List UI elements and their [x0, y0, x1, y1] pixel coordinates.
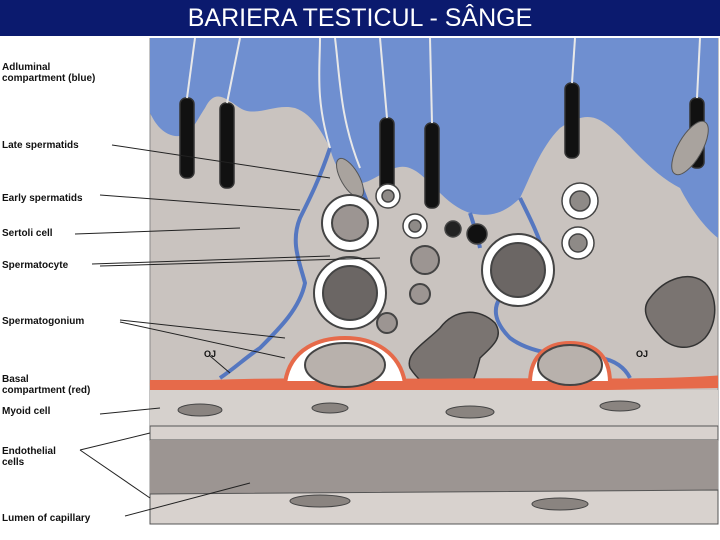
late-spermatid: [180, 98, 194, 178]
late-spermatid: [565, 83, 579, 158]
early-spermatid: [467, 224, 487, 244]
blood-testis-barrier-diagram: [0, 38, 720, 540]
label-late-spermatids: Late spermatids: [2, 140, 79, 151]
label-basal-line2: compartment (red): [2, 385, 90, 396]
late-spermatid: [425, 123, 439, 208]
capillary-wall-lower: [150, 490, 718, 524]
label-lumen-of-capillary: Lumen of capillary: [2, 513, 90, 524]
slide-title: BARIERA TESTICUL - SÂNGE: [0, 0, 720, 36]
label-oj-left: OJ: [204, 349, 216, 359]
label-oj-right: OJ: [636, 349, 648, 359]
label-spermatogonium: Spermatogonium: [2, 316, 84, 327]
spermatocyte-small: [411, 246, 439, 274]
spermatocyte-small: [377, 313, 397, 333]
late-spermatid: [220, 103, 234, 188]
early-spermatid: [445, 221, 461, 237]
spermatocyte-small: [410, 284, 430, 304]
label-myoid-cell: Myoid cell: [2, 406, 50, 417]
label-endothelial-line2: cells: [2, 457, 24, 468]
label-adluminal-line1: Adluminal: [2, 62, 50, 73]
capillary-lumen: [150, 440, 718, 494]
label-early-spermatids: Early spermatids: [2, 193, 83, 204]
label-sertoli-cell: Sertoli cell: [2, 228, 53, 239]
label-adluminal-line2: compartment (blue): [2, 73, 95, 84]
label-endothelial-line1: Endothelial: [2, 446, 56, 457]
label-spermatocyte: Spermatocyte: [2, 260, 68, 271]
endothelial-layer: [150, 426, 718, 440]
title-bar: BARIERA TESTICUL - SÂNGE: [0, 0, 720, 36]
label-basal-line1: Basal: [2, 374, 29, 385]
